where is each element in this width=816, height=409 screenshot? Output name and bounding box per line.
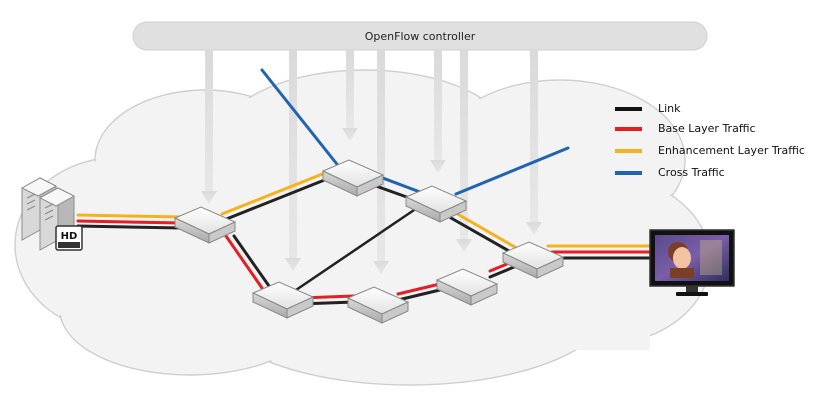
control-arrow bbox=[456, 50, 472, 252]
control-arrows bbox=[201, 50, 542, 274]
network-switches bbox=[173, 159, 565, 324]
legend-label: Base Layer Traffic bbox=[658, 122, 756, 135]
control-arrow bbox=[285, 50, 301, 271]
control-arrow bbox=[201, 50, 217, 204]
switch-node bbox=[321, 159, 385, 197]
control-arrow bbox=[373, 50, 389, 274]
control-arrow bbox=[430, 50, 446, 173]
legend-item: Cross Traffic bbox=[615, 166, 725, 179]
switch-node bbox=[435, 268, 499, 306]
legend-item: Base Layer Traffic bbox=[615, 122, 756, 135]
control-arrow bbox=[342, 50, 358, 141]
legend-label: Cross Traffic bbox=[658, 166, 725, 179]
switch-node bbox=[251, 281, 315, 319]
legend-label: Enhancement Layer Traffic bbox=[658, 144, 805, 157]
switch-node bbox=[404, 185, 468, 223]
link-s1-s5 bbox=[224, 234, 271, 290]
switch-node bbox=[501, 241, 565, 279]
tv-client-icon bbox=[649, 229, 735, 296]
network-links bbox=[76, 68, 652, 306]
link-s1-s2 bbox=[220, 169, 334, 222]
legend-item: Enhancement Layer Traffic bbox=[615, 144, 805, 157]
openflow-controller: OpenFlow controller bbox=[132, 21, 708, 51]
hd-badge-text: HD bbox=[61, 231, 78, 242]
link-s6-s7 bbox=[396, 281, 446, 302]
controller-label: OpenFlow controller bbox=[365, 30, 476, 43]
switch-node bbox=[346, 286, 410, 324]
link-s3-s4 bbox=[449, 210, 522, 257]
tv-link-traffic bbox=[546, 244, 652, 260]
legend: Link Base Layer Traffic Enhancement Laye… bbox=[615, 102, 805, 179]
switch-node bbox=[173, 206, 237, 244]
legend-label: Link bbox=[658, 102, 681, 115]
server-link-traffic bbox=[76, 213, 184, 230]
link-s5-s3 bbox=[294, 204, 422, 292]
hd-badge: HD bbox=[55, 225, 83, 251]
legend-item: Link bbox=[615, 102, 681, 115]
video-server-icon: HD bbox=[20, 177, 83, 251]
control-arrow bbox=[526, 50, 542, 235]
